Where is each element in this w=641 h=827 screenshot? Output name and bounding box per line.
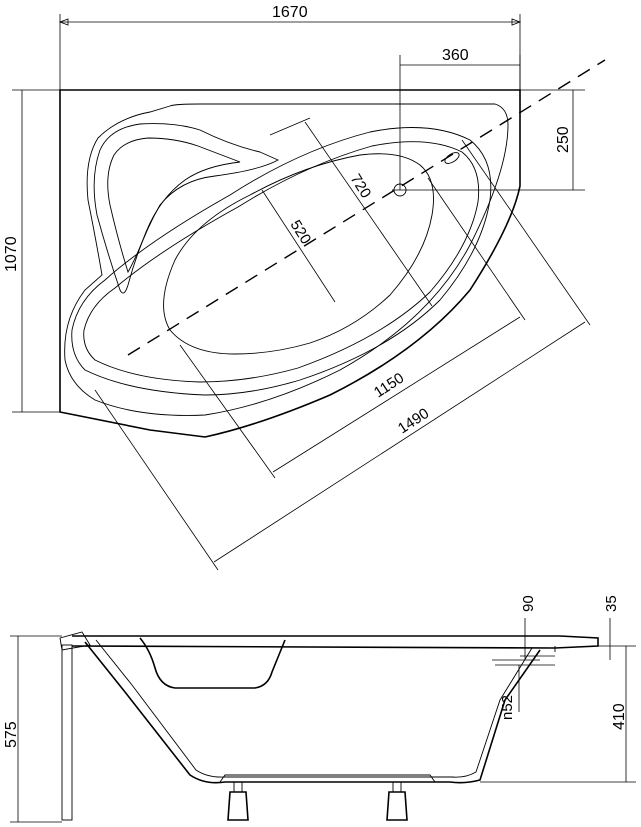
dim-overall-depth: 1070	[3, 89, 60, 413]
rim-top-line	[71, 635, 599, 649]
label-inner-width-720: 720	[347, 171, 375, 201]
label-total-height: 575	[3, 721, 20, 748]
label-rim-to-overflow: 90	[520, 595, 537, 612]
foot-right	[386, 781, 408, 821]
dim-inner-length-1150: 1150	[179, 177, 526, 479]
dim-outer-length-1490: 1490	[94, 139, 591, 571]
dim-rim-to-overflow: 90	[520, 595, 537, 660]
rim-inner-outline	[64, 103, 509, 416]
tub-body-outer	[84, 641, 541, 784]
foot-left	[227, 781, 249, 821]
dim-total-height: 575	[3, 635, 62, 823]
dim-overall-width: 1670	[58, 4, 522, 90]
label-overall-width: 1670	[272, 4, 308, 21]
top-view: 1670 360 250 1070 720	[3, 4, 606, 571]
label-inner-depth: 410	[611, 703, 628, 730]
tub-centerline	[127, 59, 606, 356]
dim-overflow-diameter: n52	[499, 665, 520, 720]
dim-inner-depth: 410	[480, 645, 636, 783]
basin-floor-outline	[163, 153, 434, 355]
basin-outer-outline	[71, 127, 492, 396]
front-panel-top	[59, 631, 91, 651]
overflow-hole	[444, 152, 460, 164]
front-panel-leg	[61, 644, 73, 821]
dim-inner-width-520: 520	[261, 189, 336, 303]
basin-middle-outline	[83, 141, 480, 383]
base-frame	[219, 774, 436, 783]
dim-drain-offset-x: 360	[399, 47, 521, 190]
label-drain-offset-x: 360	[442, 47, 469, 64]
label-rim-thickness: 35	[603, 595, 620, 612]
headrest-inner-outline	[107, 137, 241, 274]
dim-inner-width-720: 720	[269, 117, 433, 307]
tub-outer-outline	[59, 89, 521, 438]
overflow-marks	[492, 655, 555, 666]
label-overall-depth: 1070	[3, 236, 20, 272]
tub-body-inner	[95, 639, 533, 778]
seat-profile	[139, 637, 286, 689]
side-view: 575 90 35 n52 410	[3, 595, 636, 823]
headrest-outline	[93, 123, 280, 294]
label-drain-offset-y: 250	[555, 126, 572, 153]
label-overflow-diameter: n52	[499, 695, 516, 720]
dim-rim-thickness: 35	[603, 595, 620, 660]
label-inner-length-1150: 1150	[371, 370, 407, 402]
